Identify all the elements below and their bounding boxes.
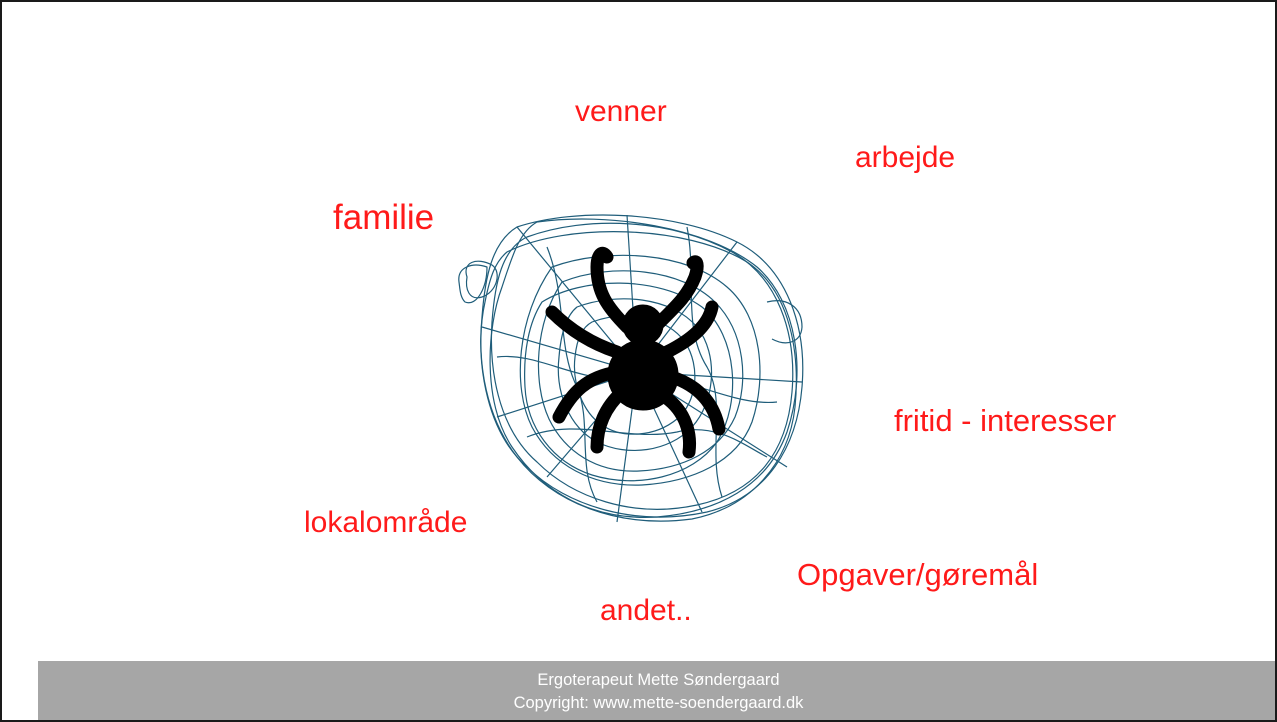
- label-familie: familie: [333, 198, 435, 237]
- label-lokalomraade: lokalområde: [304, 506, 468, 539]
- label-venner: venner: [575, 95, 667, 128]
- spider-in-web-icon: [458, 214, 804, 523]
- label-opgaver: Opgaver/gøremål: [797, 557, 1039, 592]
- label-fritid: fritid - interesser: [894, 403, 1117, 438]
- footer: Ergoterapeut Mette Søndergaard Copyright…: [38, 661, 1275, 720]
- label-andet: andet..: [600, 594, 692, 627]
- spider-icon: [545, 246, 726, 459]
- footer-author: Ergoterapeut Mette Søndergaard: [537, 671, 780, 689]
- footer-copyright: Copyright: www.mette-soendergaard.dk: [513, 694, 804, 712]
- label-arbejde: arbejde: [855, 141, 956, 174]
